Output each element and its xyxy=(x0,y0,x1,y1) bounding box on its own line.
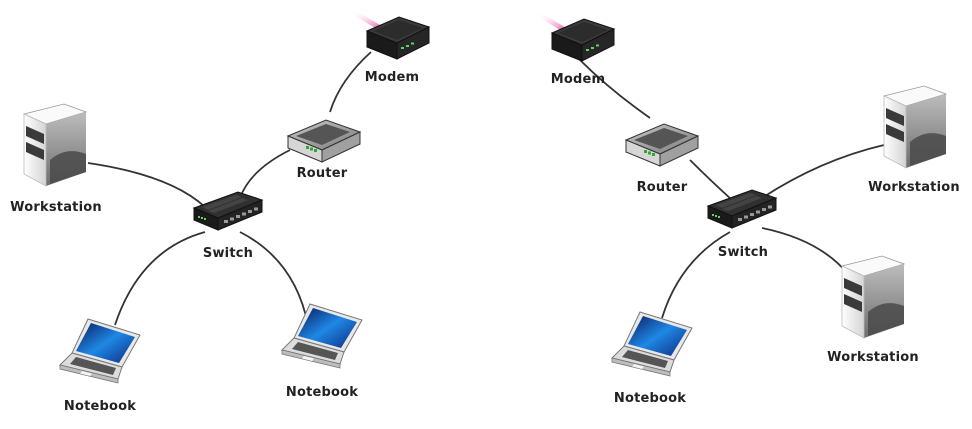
left-notebook2-label: Notebook xyxy=(285,385,359,400)
link-switch-notebook1-left xyxy=(114,231,206,326)
left-links xyxy=(87,51,372,326)
left-workstation-server-icon xyxy=(23,103,87,187)
left-router-icon xyxy=(287,119,361,163)
right-router-label: Router xyxy=(636,180,688,195)
left-notebook1-laptop-icon xyxy=(59,318,141,384)
link-modem-router-right xyxy=(579,59,651,119)
link-workstation-switch-left xyxy=(87,162,206,208)
right-switch-label: Switch xyxy=(717,245,769,260)
left-notebook1-label: Notebook xyxy=(63,399,137,414)
right-switch-icon xyxy=(707,189,777,229)
right-modem-label: Modem xyxy=(550,72,606,87)
left-switch-label: Switch xyxy=(202,246,254,261)
right-workstation2-label: Workstation xyxy=(827,350,919,365)
left-switch-icon xyxy=(193,191,263,231)
left-router-label: Router xyxy=(296,166,348,181)
link-switch-workstation1-right xyxy=(761,144,885,199)
right-workstation1-server-icon xyxy=(883,85,947,169)
right-notebook-label: Notebook xyxy=(613,391,687,406)
link-switch-workstation2-right xyxy=(761,227,849,275)
right-notebook-laptop-icon xyxy=(611,311,693,377)
right-router-icon xyxy=(625,123,699,167)
link-switch-notebook-right xyxy=(661,231,731,319)
link-router-switch-left xyxy=(239,149,291,199)
right-workstation1-label: Workstation xyxy=(868,180,960,195)
left-workstation-label: Workstation xyxy=(10,200,102,215)
left-notebook2-laptop-icon xyxy=(281,303,363,369)
left-modem-label: Modem xyxy=(364,70,420,85)
link-modem-router-left xyxy=(329,51,372,113)
link-switch-notebook2-left xyxy=(239,231,309,326)
right-links xyxy=(579,59,885,319)
link-router-switch-right xyxy=(689,159,733,201)
right-workstation2-server-icon xyxy=(841,255,905,339)
